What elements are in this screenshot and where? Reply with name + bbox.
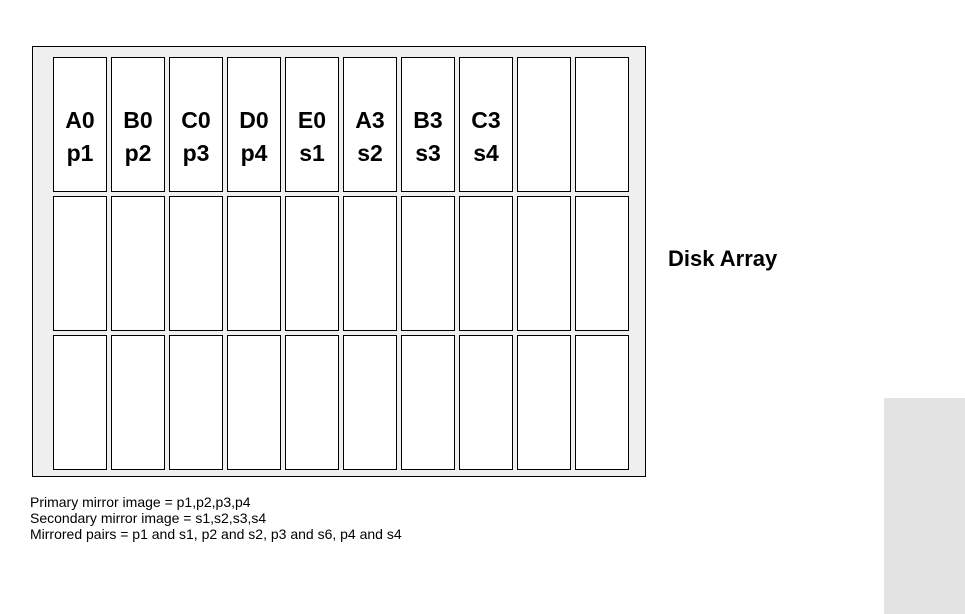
disk-slot <box>343 335 397 470</box>
disk-slot <box>285 196 339 331</box>
disk-slot <box>285 335 339 470</box>
side-panel <box>884 398 965 614</box>
legend-line-secondary: Secondary mirror image = s1,s2,s3,s4 <box>30 510 267 526</box>
disk-mirror-label: s2 <box>357 140 383 166</box>
disk-slot <box>227 196 281 331</box>
disk-slot <box>517 196 571 331</box>
disk-slot <box>169 335 223 470</box>
disk-slot <box>459 196 513 331</box>
disk-block-label: E0 <box>297 107 327 133</box>
disk-block-label: B3 <box>413 107 443 133</box>
disk-mirror-label: s1 <box>299 140 325 166</box>
disk-slot <box>111 335 165 470</box>
disk-slot <box>401 196 455 331</box>
legend: Primary mirror image = p1,p2,p3,p4 Secon… <box>30 494 402 542</box>
disk-block-label: C3 <box>471 107 501 133</box>
legend-line-primary: Primary mirror image = p1,p2,p3,p4 <box>30 494 251 510</box>
disk-slot <box>169 196 223 331</box>
disk-slot <box>575 335 629 470</box>
disk-mirror-label: s3 <box>415 140 441 166</box>
disk-slot <box>517 335 571 470</box>
disk-mirror-label: p3 <box>182 140 210 166</box>
disk-slot <box>401 335 455 470</box>
disk-mirror-label: p4 <box>240 140 268 166</box>
disk-mirror-label: p2 <box>124 140 152 166</box>
disk-array-title: Disk Array <box>668 246 778 271</box>
disk-block-label: B0 <box>123 107 153 133</box>
disk-slot <box>227 335 281 470</box>
disk-slot <box>343 196 397 331</box>
disk-mirror-label: s4 <box>473 140 499 166</box>
disk-slot <box>575 196 629 331</box>
disk-mirror-label: p1 <box>66 140 94 166</box>
disk-slot <box>575 57 629 192</box>
disk-block-label: D0 <box>239 107 269 133</box>
disk-slot <box>517 57 571 192</box>
legend-line-pairs: Mirrored pairs = p1 and s1, p2 and s2, p… <box>30 526 402 542</box>
disk-block-label: A0 <box>65 107 95 133</box>
disk-block-label: A3 <box>355 107 385 133</box>
disk-slot <box>111 196 165 331</box>
disk-slot <box>53 335 107 470</box>
disk-block-label: C0 <box>181 107 211 133</box>
disk-slot <box>459 335 513 470</box>
disk-slot <box>53 196 107 331</box>
